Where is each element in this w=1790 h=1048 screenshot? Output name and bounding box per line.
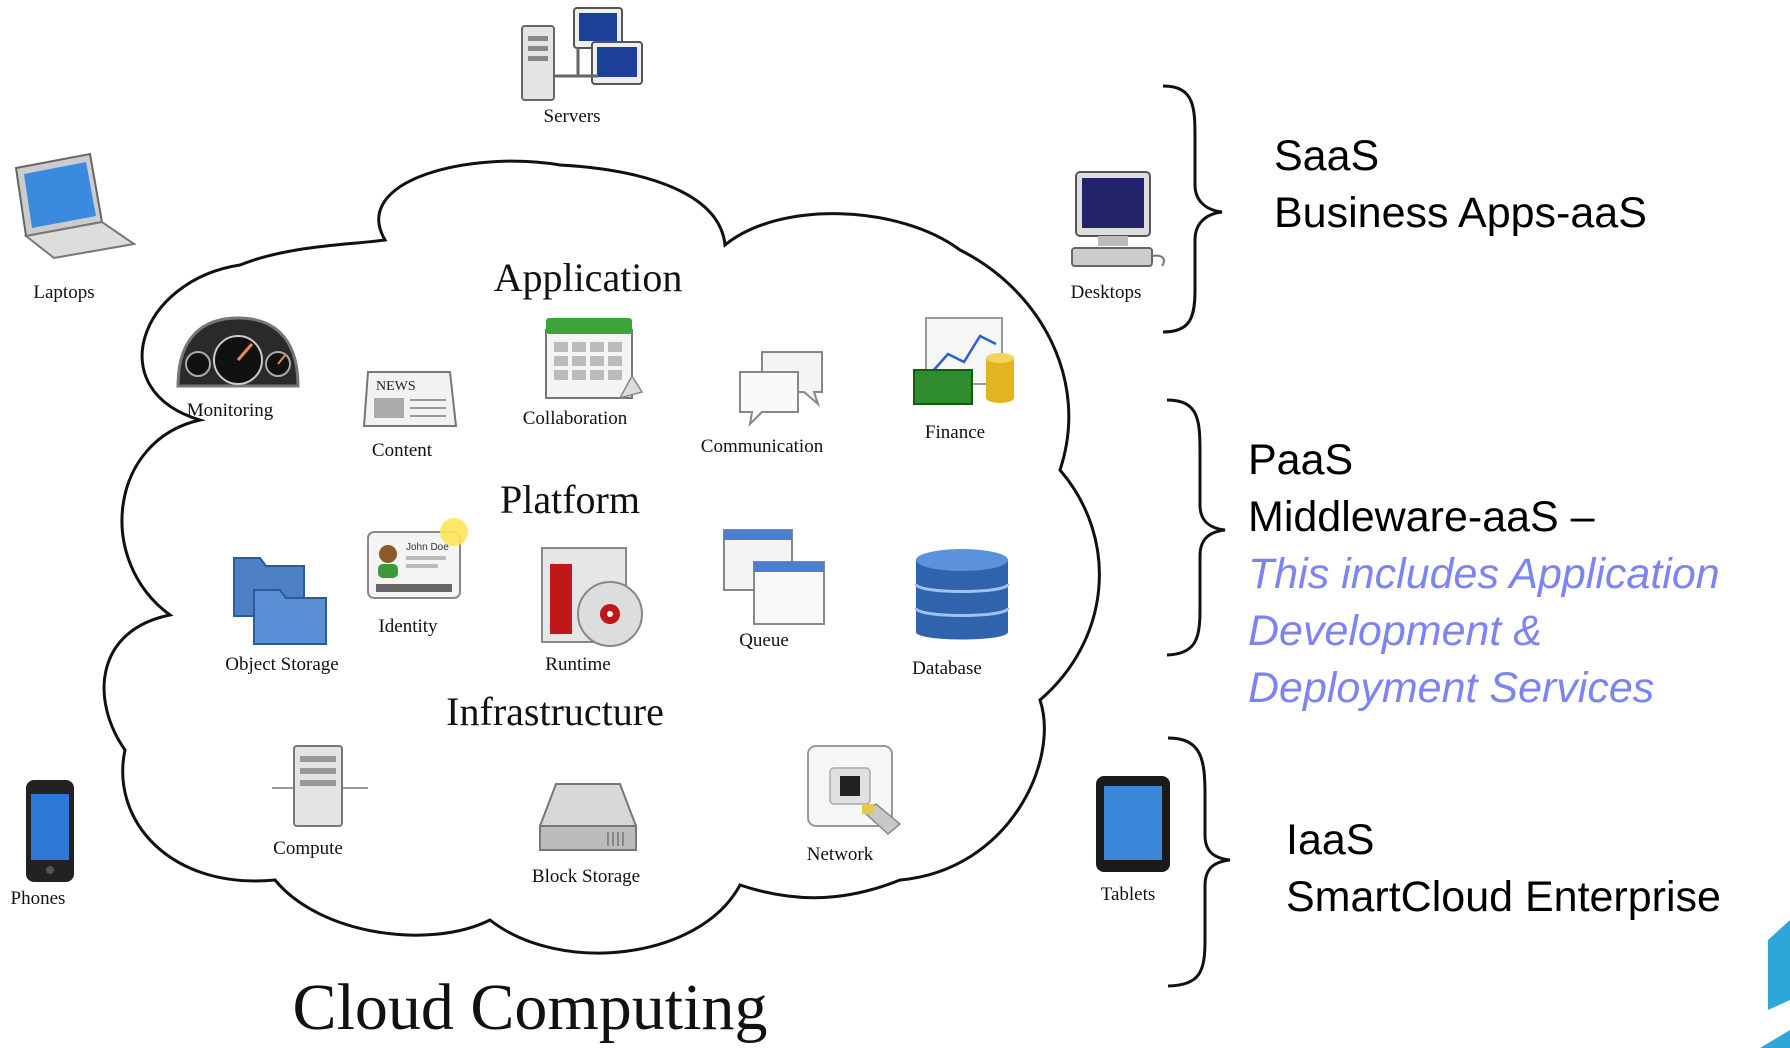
- content-newspaper-icon: NEWS: [362, 371, 458, 427]
- saas-subheading: Business Apps-aaS: [1274, 189, 1647, 237]
- finance-icon: [913, 317, 1014, 405]
- paas-note-line1: This includes Application: [1248, 550, 1720, 598]
- paas-heading: PaaS: [1248, 436, 1354, 484]
- block-storage-disk-icon: [539, 783, 637, 851]
- phone-icon: [26, 780, 74, 882]
- section-application: Application: [493, 255, 683, 300]
- saas-heading: SaaS: [1274, 132, 1380, 180]
- section-platform: Platform: [500, 477, 640, 522]
- compute-server-icon: [272, 745, 368, 827]
- phones-label: Phones: [10, 888, 66, 909]
- section-infrastructure: Infrastructure: [446, 689, 664, 734]
- network-label: Network: [806, 844, 874, 865]
- identity-card-icon: John Doe: [367, 518, 468, 599]
- paas-brace: [1166, 398, 1226, 657]
- communication-chat-icon: [739, 351, 823, 427]
- saas-brace: [1162, 84, 1223, 334]
- laptop-icon: [14, 152, 136, 260]
- servers-icon: [521, 7, 643, 101]
- diagram-title: Cloud Computing: [292, 971, 768, 1044]
- news-text: NEWS: [376, 379, 416, 394]
- collaboration-label: Collaboration: [522, 408, 628, 429]
- runtime-icon: [541, 547, 643, 647]
- queue-label: Queue: [739, 630, 789, 651]
- monitoring-icon: [176, 316, 300, 388]
- collaboration-calendar-icon: [545, 318, 644, 400]
- laptops-label: Laptops: [33, 282, 95, 303]
- finance-label: Finance: [924, 422, 986, 443]
- identity-label: Identity: [378, 616, 438, 637]
- saas-description: SaaS Business Apps-aaS: [1274, 128, 1647, 242]
- paas-description: PaaS Middleware-aaS – This includes Appl…: [1248, 432, 1720, 717]
- object-storage-label: Object Storage: [225, 654, 339, 675]
- paas-note-line3: Deployment Services: [1248, 664, 1655, 712]
- cloud-outline: [102, 159, 1101, 955]
- servers-label: Servers: [543, 106, 601, 127]
- desktops-label: Desktops: [1070, 282, 1142, 303]
- paas-note-line2: Development &: [1248, 607, 1542, 655]
- iaas-subheading: SmartCloud Enterprise: [1286, 873, 1721, 921]
- network-port-icon: [807, 745, 902, 835]
- content-label: Content: [371, 440, 433, 461]
- corner-accent-shape: [1760, 920, 1790, 1048]
- queue-windows-icon: [723, 529, 825, 625]
- communication-label: Communication: [700, 436, 824, 457]
- identity-card-name: John Doe: [406, 542, 449, 553]
- iaas-brace: [1167, 736, 1231, 988]
- compute-label: Compute: [273, 838, 343, 859]
- runtime-label: Runtime: [545, 654, 611, 675]
- database-icon: [914, 549, 1010, 640]
- tablet-icon: [1096, 776, 1170, 872]
- tablets-label: Tablets: [1100, 884, 1156, 905]
- desktop-icon: [1071, 171, 1165, 267]
- paas-subheading: Middleware-aaS –: [1248, 493, 1595, 541]
- iaas-heading: IaaS: [1286, 816, 1375, 864]
- iaas-description: IaaS SmartCloud Enterprise: [1286, 812, 1721, 926]
- database-label: Database: [912, 658, 982, 679]
- object-storage-folder-icon: [233, 557, 327, 645]
- block-storage-label: Block Storage: [531, 866, 641, 887]
- monitoring-label: Monitoring: [186, 400, 274, 421]
